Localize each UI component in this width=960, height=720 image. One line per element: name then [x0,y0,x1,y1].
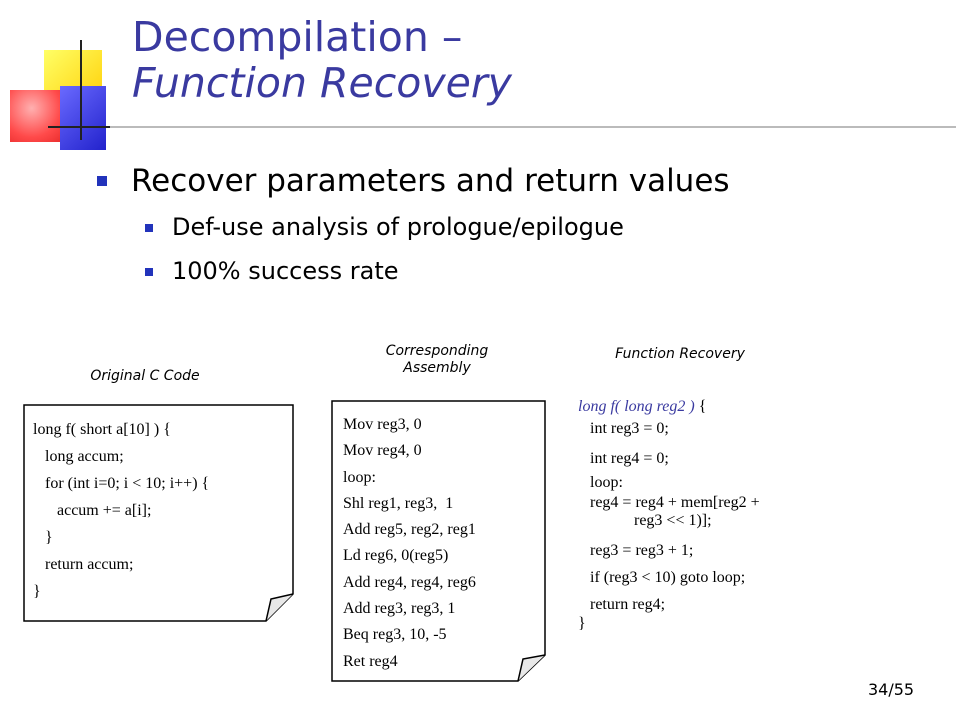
code-line: reg3 << 1)]; [578,512,712,529]
sub-bullet-square-icon [145,224,153,232]
recovery-open-brace: { [694,398,707,415]
page-number: 34/55 [868,680,915,699]
assembly-code: Mov reg3, 0 Mov reg4, 0 loop: Shl reg1, reg… [343,412,476,675]
code-line: Beq reg3, 10, -5 [343,626,447,644]
original-code-box: long f( short a[10] ) { long accum; for … [23,404,295,622]
code-line: Add reg3, reg3, 1 [343,600,456,618]
code-line: Shl reg1, reg3, 1 [343,494,454,512]
caption-assembly: Corresponding Assembly [352,343,522,377]
title-line-2: Function Recovery [132,59,512,107]
code-line: Ld reg6, 0(reg5) [343,547,449,565]
code-line: accum += a[i]; [33,502,152,519]
bullet-square-icon [97,176,107,186]
logo-horizontal-line [48,126,118,128]
logo-vertical-line [80,40,82,140]
code-line: Ret reg4 [343,652,398,670]
code-line: } [33,583,41,600]
code-line: Mov reg3, 0 [343,416,422,433]
code-line: int reg3 = 0; [578,420,669,437]
code-line: return reg4; [578,596,666,613]
folded-paper-shape [331,400,546,682]
code-line: int reg4 = 0; [578,450,669,467]
folded-paper-shape [23,404,294,622]
code-line: return accum; [33,556,134,573]
code-line: Add reg4, reg4, reg6 [343,573,476,591]
sub-bullet-square-icon [145,268,153,276]
logo-blue-square [60,86,106,150]
code-line: if (reg3 < 10) goto loop; [578,569,746,586]
code-line: for (int i=0; i < 10; i++) { [33,475,210,492]
assembly-code-box: Mov reg3, 0 Mov reg4, 0 loop: Shl reg1, reg… [331,400,547,682]
code-line: reg3 = reg3 + 1; [578,542,694,559]
caption-original: Original C Code [90,368,200,384]
code-line: long f( short a[10] ) { [33,421,171,438]
caption-assembly-line1: Corresponding [385,343,489,359]
sub-bullet-1: Def-use analysis of prologue/epilogue [172,213,624,241]
caption-assembly-line2: Assembly [403,360,471,376]
recovery-signature-line: long f( long reg2 ) { [578,398,706,416]
slide-title: Decompilation – Function Recovery [132,14,512,106]
code-line: Add reg5, reg2, reg1 [343,521,476,539]
title-line-1: Decompilation – [132,13,463,61]
code-line: long accum; [33,448,124,465]
recovery-code: long f( long reg2 ) { int reg3 = 0; int … [578,398,760,632]
original-code: long f( short a[10] ) { long accum; for … [33,416,209,605]
code-line: loop: [343,468,376,486]
code-line: } [33,529,53,546]
code-line: loop: [578,474,623,491]
caption-recovery: Function Recovery [615,346,745,362]
code-line: Mov reg4, 0 [343,442,422,460]
title-underline [110,126,956,128]
code-line: } [578,615,586,632]
recovery-signature: long f( long reg2 ) [578,398,695,415]
sub-bullet-2: 100% success rate [172,257,399,285]
main-bullet: Recover parameters and return values [131,163,730,199]
code-line: reg4 = reg4 + mem[reg2 + [578,494,760,511]
